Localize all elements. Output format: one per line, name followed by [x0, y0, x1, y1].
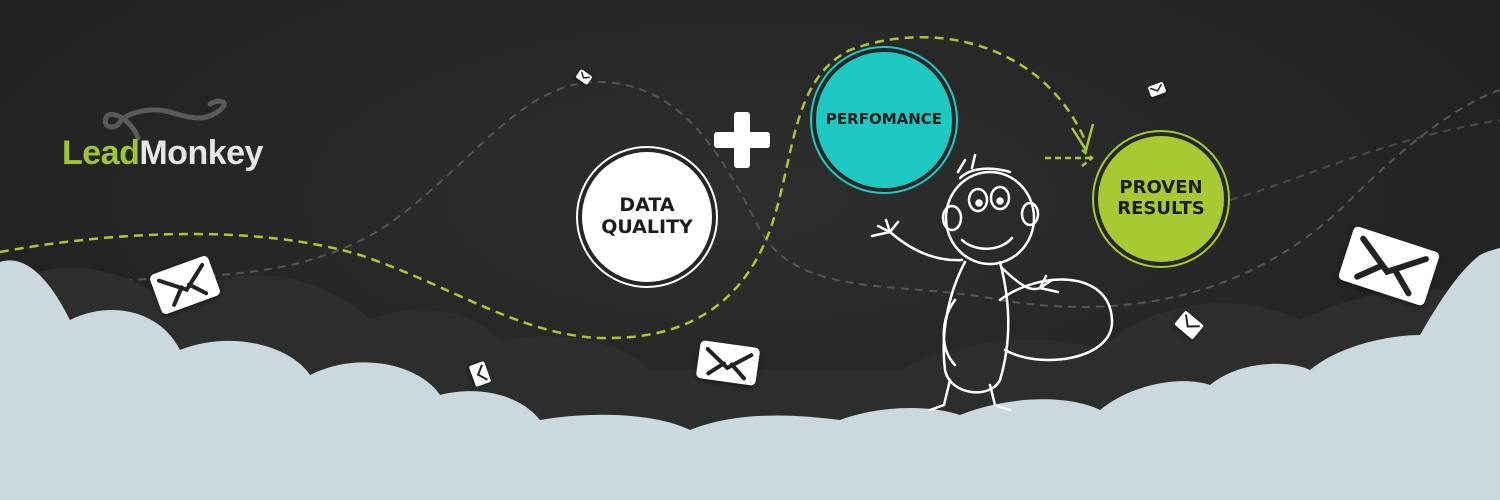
proven-results-line1: PROVEN [1119, 177, 1203, 199]
envelope-icon [1147, 81, 1167, 98]
green-arrow-head [1070, 123, 1095, 154]
cloud-shape [0, 248, 1500, 500]
data-quality-line1: DATA [619, 194, 675, 217]
performance-circle: PERFOMANCE [816, 52, 952, 188]
envelope-icon [148, 254, 222, 316]
logo-lead-text: Lead [62, 134, 140, 172]
monkey-illustration [870, 153, 1114, 412]
green-arrow-stub [1045, 149, 1095, 167]
grey-dashed-path [0, 80, 1500, 308]
envelope-icon [575, 68, 593, 86]
grey-dashed-path-right [1229, 119, 1500, 201]
envelope-icon [1174, 310, 1204, 340]
plus-icon [714, 112, 770, 168]
data-quality-circle: DATA QUALITY [582, 152, 712, 282]
logo-wordmark: LeadMonkey [62, 134, 263, 173]
proven-results-circle: PROVEN RESULTS [1098, 136, 1224, 262]
proven-results-line2: RESULTS [1117, 198, 1205, 219]
leadmonkey-logo[interactable]: LeadMonkey [60, 98, 320, 178]
envelope-icon [1337, 225, 1441, 307]
envelope-icon [695, 340, 761, 386]
logo-hook-icon [102, 98, 227, 141]
envelope-icon [468, 360, 492, 388]
logo-monkey-text: Monkey [139, 134, 263, 172]
performance-label: PERFOMANCE [825, 110, 943, 129]
green-dashed-path [0, 35, 1087, 340]
data-quality-line2: QUALITY [601, 216, 693, 238]
